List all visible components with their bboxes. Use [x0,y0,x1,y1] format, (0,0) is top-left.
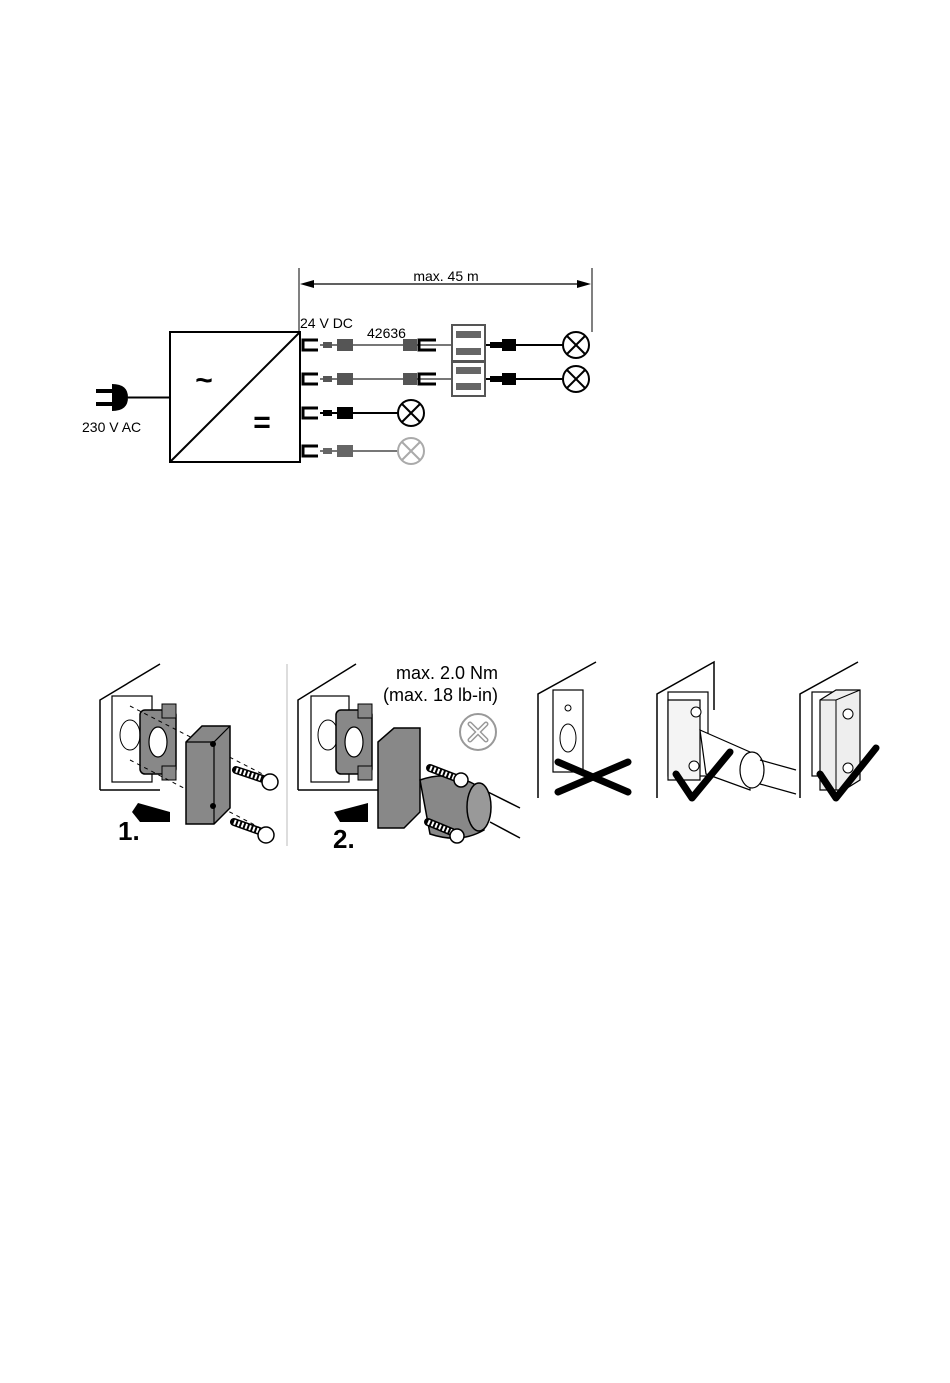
junction-box-icon [452,325,485,361]
cross-mark-icon [558,762,628,792]
orientation-wrong [538,662,628,798]
step-1-label: 1. [118,816,140,846]
lamp-icon [563,366,589,392]
output-line-3 [320,407,398,419]
lamp-icon-disabled [398,438,424,464]
cable-part-label: 42636 [367,325,406,341]
orientation-correct-cable [657,662,796,798]
output-voltage-label: 24 V DC [300,315,353,331]
screw-icon [236,770,278,790]
torque-line-2: (max. 18 lb-in) [383,685,498,705]
step-2-label: 2. [333,824,355,854]
screw-icon [234,822,274,843]
plug-icon [96,384,170,411]
torque-line-1: max. 2.0 Nm [396,663,498,683]
output-line-1 [320,339,563,351]
mounting-step-2: 2. max. 2.0 Nm (max. 18 lb-in) [298,663,520,854]
lamp-icon [563,332,589,358]
junction-box-icon [452,362,485,396]
phillips-screwdriver-icon [460,714,496,750]
ac-symbol: ~ [195,364,213,397]
power-supply: ~ = [170,332,300,462]
wiring-diagram: max. 45 m ~ = 230 V AC 24 V DC 42636 [82,268,592,464]
orientation-correct-cover [800,662,876,798]
lamp-icon [398,400,424,426]
output-line-2 [320,373,563,385]
output-sockets [303,340,318,456]
mounting-step-1: 1. [100,664,278,846]
input-voltage-label: 230 V AC [82,419,141,435]
distance-label: max. 45 m [413,268,478,284]
dc-symbol: = [253,406,271,439]
output-line-4 [320,445,398,457]
direction-arrow-icon [334,803,368,822]
